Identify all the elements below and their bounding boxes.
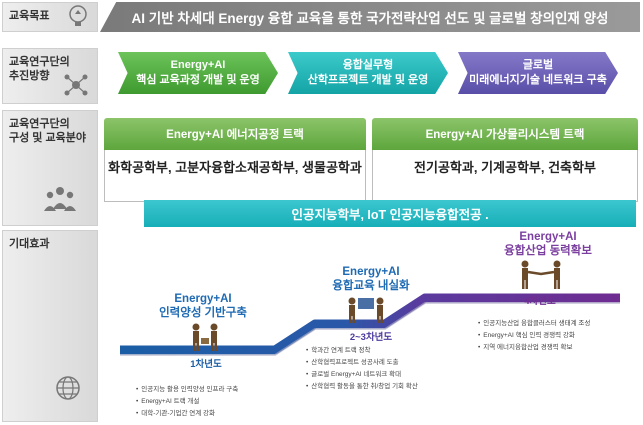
track-2-body: 전기공학과, 기계공학부, 건축학부 bbox=[372, 150, 638, 202]
stage-3-bullet-3: 지역 에너지융합산업 경쟁력 확보 bbox=[478, 342, 638, 354]
stage-3-title-line1: Energy+AI bbox=[519, 231, 577, 243]
stage-3-title: Energy+AI 융합산업 동력확보 bbox=[478, 230, 618, 258]
stage-3-bullet-2: Energy+AI 핵심 인력 경쟁력 강화 bbox=[478, 330, 638, 342]
stage-1-bullet-3: 대학-기관-기업간 연계 강화 bbox=[136, 408, 296, 420]
stage-3-bullet-1: 인공지능산업 융합클러스터 생태계 조성 bbox=[478, 318, 638, 330]
stage-3-title-line2: 융합산업 동력확보 bbox=[504, 245, 592, 257]
stage-2-title: Energy+AI 융합교육 내실화 bbox=[306, 265, 436, 293]
direction-2-line1: 융합실무형 bbox=[342, 59, 394, 71]
direction-3-line2: 미래에너지기술 네트워크 구축 bbox=[469, 74, 607, 86]
track-2-title: Energy+AI 가상물리시스템 트랙 bbox=[425, 129, 585, 141]
direction-box-2: 융합실무형 산학프로젝트 개발 및 운영 bbox=[288, 52, 448, 94]
stage-3-year-text: 4차년도 bbox=[524, 296, 556, 307]
label-effect-text: 기대효과 bbox=[9, 238, 50, 250]
label-direction: 교육연구단의 추진방향 bbox=[2, 48, 98, 104]
stage-2-bullets: 학과간 연계 트랙 정착 산학협력프로젝트 성공사례 도출 글로벌 Energy… bbox=[306, 345, 476, 393]
direction-box-1: Energy+AI 핵심 교육과정 개발 및 운영 bbox=[118, 52, 278, 94]
stage-2-bullet-2: 산학협력프로젝트 성공사례 도출 bbox=[306, 357, 476, 369]
label-composition-text: 교육연구단의 구성 및 교육분야 bbox=[9, 118, 86, 144]
direction-1-line2: 핵심 교육과정 개발 및 운영 bbox=[136, 74, 260, 86]
stage-2-bullet-1: 학과간 연계 트랙 정착 bbox=[306, 345, 476, 357]
stage-3-handshake-icon bbox=[521, 260, 561, 289]
growth-path-line bbox=[120, 293, 620, 355]
stage-1-title: Energy+AI 인력양성 기반구축 bbox=[138, 292, 268, 320]
stage-2-title-line2: 융합교육 내실화 bbox=[332, 280, 410, 292]
track-2-departments: 전기공학과, 기계공학부, 건축학부 bbox=[414, 160, 596, 175]
track-2-header: Energy+AI 가상물리시스템 트랙 bbox=[372, 118, 638, 150]
stage-1-title-line1: Energy+AI bbox=[174, 293, 232, 305]
stage-2-bullet-4: 산학협력 활동을 통한 취/창업 기회 확산 bbox=[306, 381, 476, 393]
stage-2-year-text: 2~3차년도 bbox=[349, 332, 393, 343]
lightbulb-head-icon bbox=[69, 5, 87, 26]
track-1-body: 화학공학부, 고분자융합소재공학부, 생물공학과 bbox=[104, 150, 366, 202]
stage-1-bullet-1: 인공지능 활용 인력양성 인프라 구축 bbox=[136, 384, 296, 396]
track-1-header: Energy+AI 에너지공정 트랙 bbox=[104, 118, 366, 150]
stage-1-year-text: 1차년도 bbox=[190, 359, 222, 370]
stage-3-bullets: 인공지능산업 융합클러스터 생태계 조성 Energy+AI 핵심 인력 경쟁력… bbox=[478, 318, 638, 354]
label-composition: 교육연구단의 구성 및 교육분야 bbox=[2, 110, 98, 226]
label-goal: 교육목표 bbox=[2, 2, 98, 32]
group-people-icon bbox=[44, 187, 76, 211]
direction-box-3: 글로벌 미래에너지기술 네트워크 구축 bbox=[458, 52, 618, 94]
track-1-departments: 화학공학부, 고분자융합소재공학부, 생물공학과 bbox=[108, 160, 362, 175]
stage-2-year: 2~3차년도 bbox=[336, 329, 406, 343]
stage-1-people-icon bbox=[192, 323, 218, 351]
stage-1-bullet-2: Energy+AI 트랙 개설 bbox=[136, 396, 296, 408]
stage-1-title-line2: 인력양성 기반구축 bbox=[159, 307, 247, 319]
track-1-title: Energy+AI 에너지공정 트랙 bbox=[166, 129, 304, 141]
label-effect: 기대효과 bbox=[2, 230, 98, 422]
direction-3-line1: 글로벌 bbox=[522, 59, 554, 71]
stage-3-year: 4차년도 bbox=[510, 293, 570, 307]
goal-banner: AI 기반 차세대 Energy 융합 교육을 통한 국가전략산업 선도 및 글… bbox=[100, 2, 640, 32]
stage-2-bullet-3: 글로벌 Energy+AI 네트워크 확대 bbox=[306, 369, 476, 381]
label-goal-text: 교육목표 bbox=[9, 10, 50, 22]
label-direction-text: 교육연구단의 추진방향 bbox=[9, 56, 70, 82]
stage-2-people-icon bbox=[348, 297, 384, 323]
stage-1-year: 1차년도 bbox=[176, 356, 236, 370]
direction-1-line1: Energy+AI bbox=[170, 59, 226, 71]
growth-path bbox=[120, 293, 620, 356]
direction-2-line2: 산학프로젝트 개발 및 운영 bbox=[307, 74, 429, 86]
network-icon bbox=[64, 74, 88, 96]
ai-department-text: 인공지능학부, IoT 인공지능융합전공 . bbox=[291, 208, 489, 222]
stage-1-bullets: 인공지능 활용 인력양성 인프라 구축 Energy+AI 트랙 개설 대학-기… bbox=[136, 384, 296, 420]
globe-icon bbox=[56, 376, 80, 400]
goal-text: AI 기반 차세대 Energy 융합 교육을 통한 국가전략산업 선도 및 글… bbox=[131, 11, 609, 26]
stage-2-title-line1: Energy+AI bbox=[342, 266, 400, 278]
growth-path-shadow bbox=[120, 302, 620, 356]
ai-department-bar: 인공지능학부, IoT 인공지능융합전공 . bbox=[144, 200, 636, 227]
